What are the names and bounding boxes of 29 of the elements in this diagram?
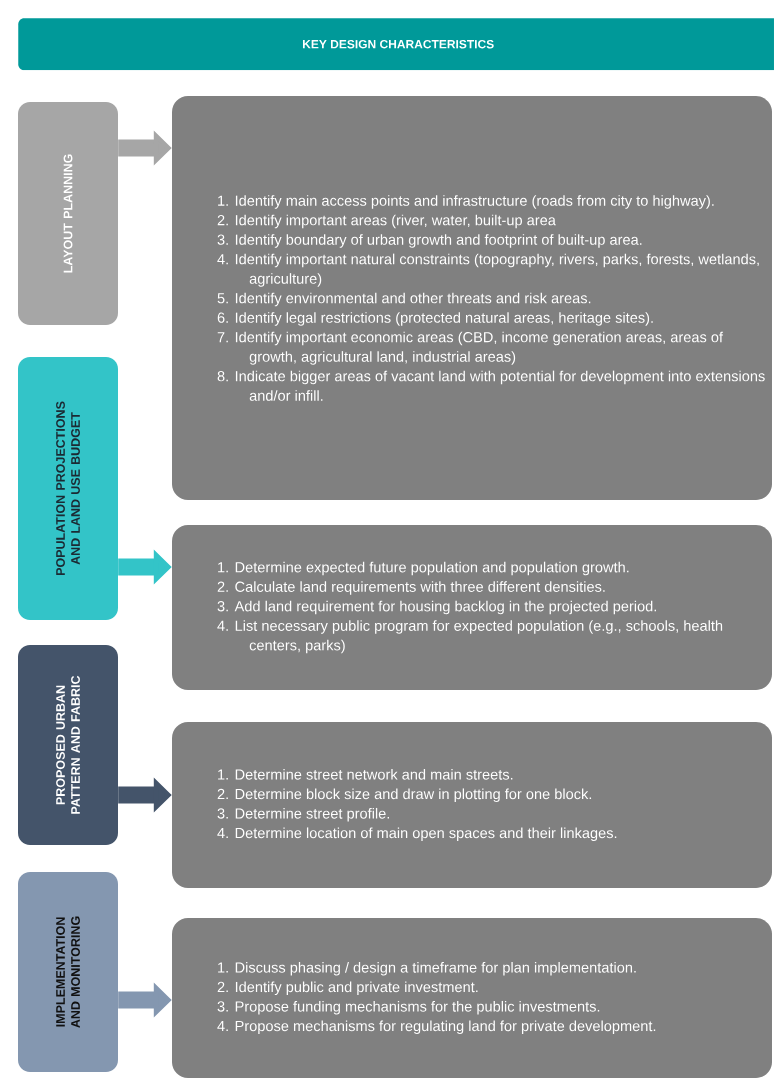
stage-box: POPULATION PROJECTIONS AND LAND USE BUDGET xyxy=(18,357,118,620)
stage-box: IMPLEMENTATION AND MONITORING xyxy=(18,872,118,1072)
list-item: 4. List necessary public program for expected population (e.g., schools, health centers, parks) xyxy=(217,620,723,654)
task-panel xyxy=(172,525,772,690)
list-item: 7. Identify important economic areas (CBD, income generation areas, areas of growth, agricultural land, industrial areas) xyxy=(217,331,724,365)
stage-box: LAYOUT PLANNING xyxy=(18,102,118,325)
stage-box: PROPOSED URBAN PATTERN AND FABRIC xyxy=(18,645,118,845)
list-item: 2. Identify public and private investment. xyxy=(217,981,478,996)
list-item: 4. Identify important natural constraints (topography, rivers, parks, forests, wetlands, agriculture) xyxy=(217,253,759,287)
list-item: 2. Identify important areas (river, water, built-up area xyxy=(217,214,556,229)
list-item: 3. Identify boundary of urban growth and footprint of built-up area. xyxy=(217,234,642,248)
list-item: 8. Indicate bigger areas of vacant land with potential for development into extensions and/or infill. xyxy=(217,370,765,401)
list-item: 1. Determine street network and main streets. xyxy=(218,768,513,780)
list-item: 2. Determine block size and draw in plotting for one block. xyxy=(217,788,592,803)
list-item: 3. Propose funding mechanisms for the public investments. xyxy=(217,1000,600,1015)
list-item: 1. Identify main access points and infrastructure (roads from city to highway). xyxy=(218,195,714,209)
list-item: 3. Add land requirement for housing backlog in the projected period. xyxy=(217,600,656,615)
task-panel xyxy=(172,722,772,888)
list-item: 3. Determine street profile. xyxy=(217,807,390,822)
task-panel xyxy=(172,918,772,1078)
list-item: 2. Calculate land requirements with three different densities. xyxy=(217,581,605,595)
list-item: 1. Discuss phasing / design a timeframe for plan implementation. xyxy=(218,961,636,976)
list-item: 4. Determine location of main open spaces and their linkages. xyxy=(217,827,617,842)
list-item: 6. Identify legal restrictions (protected natural areas, heritage sites). xyxy=(217,312,653,326)
task-panel xyxy=(172,96,772,500)
list-item: 5. Identify environmental and other threats and risk areas. xyxy=(217,292,591,307)
list-item: 1. Determine expected future population and population growth. xyxy=(218,561,629,576)
title-banner: KEY DESIGN CHARACTERISTICS xyxy=(18,18,774,71)
list-item: 4. Propose mechanisms for regulating land for private development. xyxy=(217,1020,656,1035)
